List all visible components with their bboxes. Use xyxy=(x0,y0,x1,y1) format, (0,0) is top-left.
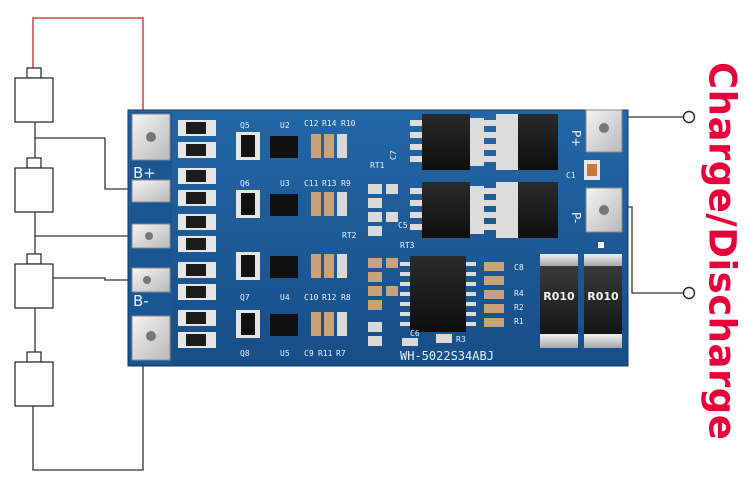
mosfet-4 xyxy=(484,182,558,238)
protection-sections xyxy=(236,132,347,338)
silk-r10: R10 xyxy=(341,119,356,128)
side-title-charge-discharge: Charge/Discharge xyxy=(700,61,744,441)
label-p-minus: P- xyxy=(569,212,583,223)
battery-cells xyxy=(14,67,54,407)
mosfet-3 xyxy=(410,182,484,238)
silk-r4: R4 xyxy=(514,289,524,298)
pad-p-plus xyxy=(585,109,623,153)
resistor-code-2: R010 xyxy=(587,290,619,303)
silk-r8: R8 xyxy=(341,293,351,302)
pad-b-plus xyxy=(131,113,171,161)
sense-resistor-2 xyxy=(584,254,622,348)
capacitor-c1 xyxy=(584,160,600,180)
mosfet-1 xyxy=(410,114,484,170)
silk-q7: Q7 xyxy=(240,293,250,302)
resistor-code-1: R010 xyxy=(543,290,575,303)
controller-ic xyxy=(400,256,476,332)
wire-tap-3 xyxy=(35,277,145,281)
label-b-plus: B+ xyxy=(133,164,156,182)
silk-r14: R14 xyxy=(322,119,337,128)
silk-c11: C11 xyxy=(304,179,319,188)
ic-passives xyxy=(402,262,504,346)
pad-b2 xyxy=(131,223,171,249)
silk-c10: C10 xyxy=(304,293,319,302)
silk-r7: R7 xyxy=(336,349,346,358)
mosfet-group xyxy=(410,114,558,238)
terminal-circle-bottom xyxy=(682,286,696,300)
silk-c7: C7 xyxy=(389,150,398,160)
left-smd-column xyxy=(178,120,216,348)
wire-tap-1 xyxy=(35,137,145,190)
silk-u3: U3 xyxy=(280,179,290,188)
label-b-minus: B- xyxy=(133,292,149,310)
silk-q8: Q8 xyxy=(240,349,250,358)
rt-component-column xyxy=(368,184,398,346)
wiring xyxy=(32,17,688,471)
silk-r11: R11 xyxy=(318,349,333,358)
silk-rt3: RT3 xyxy=(400,241,415,250)
silk-r1: R1 xyxy=(514,317,524,326)
silk-r3: R3 xyxy=(456,335,466,344)
terminal-circle-top xyxy=(682,110,696,124)
pad-b1 xyxy=(131,179,171,203)
side-title-wrap: Charge/Discharge xyxy=(700,6,744,496)
wire-bottom xyxy=(32,336,144,471)
sense-resistor-1 xyxy=(540,254,578,348)
silk-c8: C8 xyxy=(514,263,524,272)
pad-b-minus xyxy=(131,315,171,361)
silk-q6: Q6 xyxy=(240,179,250,188)
silk-r2: R2 xyxy=(514,303,524,312)
battery-cell-3 xyxy=(14,253,54,309)
silkscreen-labels: B+ B- P+ P- Q5 U2 C12 R14 R10 Q6 U3 C11 … xyxy=(133,119,583,363)
silk-c12: C12 xyxy=(304,119,319,128)
silk-q5: Q5 xyxy=(240,121,250,130)
silk-rt1: RT1 xyxy=(370,161,385,170)
pcb-board: B+ B- P+ P- Q5 U2 C12 R14 R10 Q6 U3 C11 … xyxy=(127,109,629,367)
board-model-label: WH-5022S34ABJ xyxy=(400,349,494,363)
wire-top-red xyxy=(32,17,144,118)
battery-cell-4 xyxy=(14,351,54,407)
pad-b3 xyxy=(131,267,171,293)
silk-c6: C6 xyxy=(410,329,420,338)
silk-r9: R9 xyxy=(341,179,351,188)
silk-c5: C5 xyxy=(398,221,408,230)
pad-p-minus xyxy=(585,187,623,233)
silk-c9: C9 xyxy=(304,349,314,358)
battery-cell-2 xyxy=(14,157,54,213)
silk-u2: U2 xyxy=(280,121,290,130)
label-p-plus: P+ xyxy=(569,130,583,147)
silk-u5: U5 xyxy=(280,349,290,358)
mosfet-2 xyxy=(484,114,558,170)
silk-r12: R12 xyxy=(322,293,337,302)
silk-r13: R13 xyxy=(322,179,337,188)
silk-c1: C1 xyxy=(566,171,576,180)
silk-rt2: RT2 xyxy=(342,231,357,240)
battery-cell-1 xyxy=(14,67,54,123)
silk-u4: U4 xyxy=(280,293,290,302)
